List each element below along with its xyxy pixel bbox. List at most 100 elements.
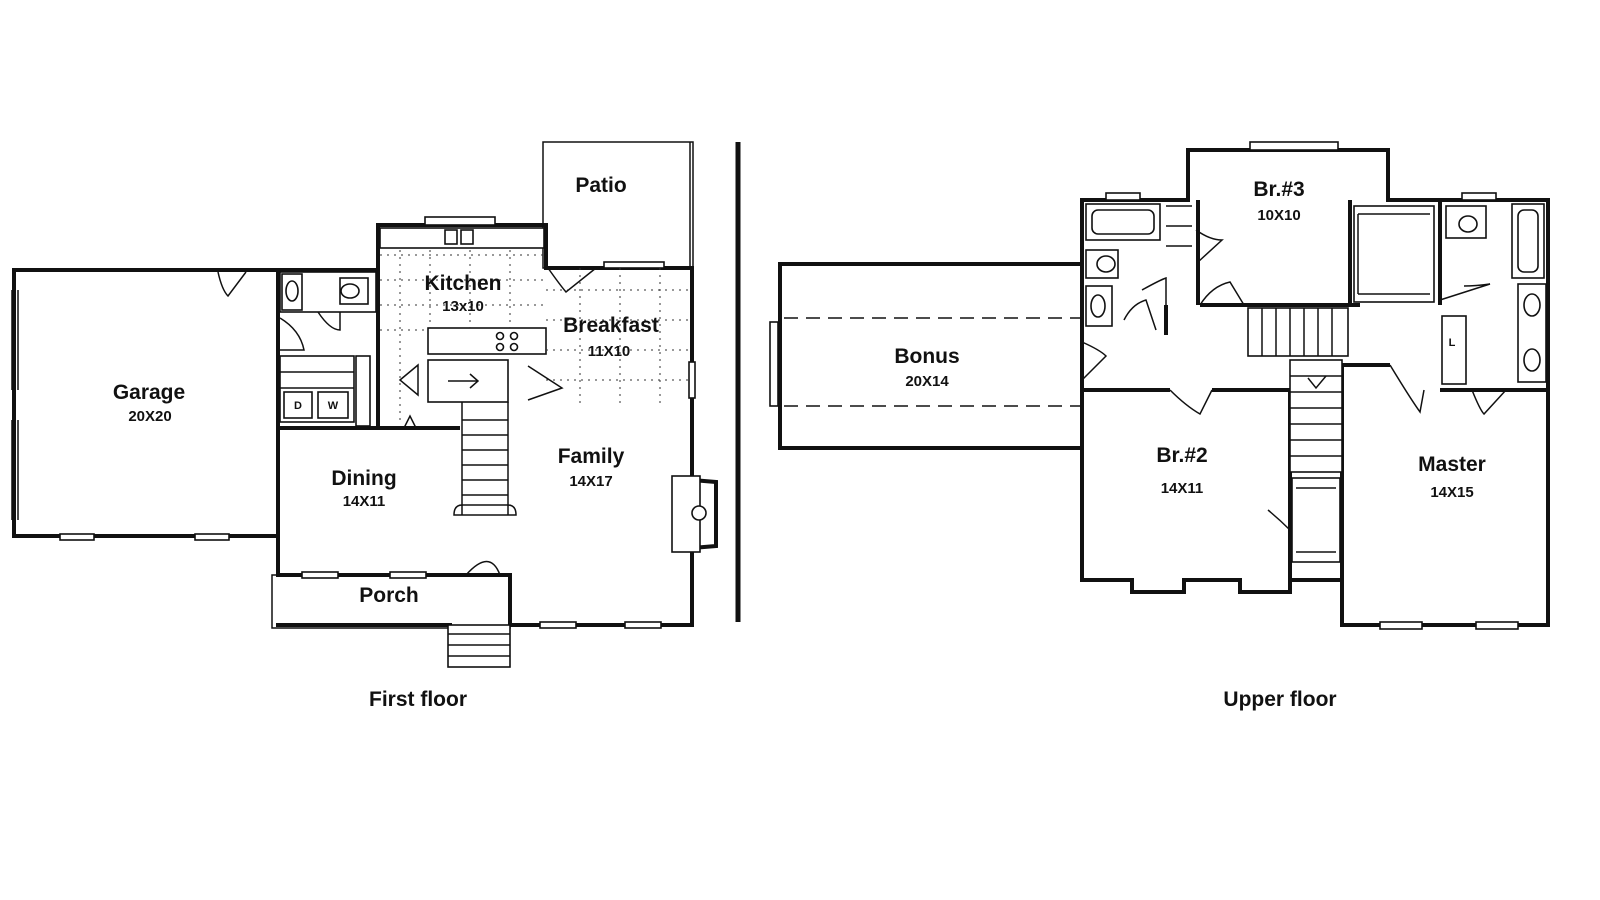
sink-icon (285, 280, 299, 302)
door-swing (1123, 299, 1157, 331)
br2-door-swing (1169, 389, 1213, 416)
first-floor-caption: First floor (369, 688, 467, 711)
kitchen-island (427, 327, 547, 355)
dryer (283, 391, 313, 419)
window (624, 621, 662, 629)
stair-arrow-icon (448, 373, 480, 389)
patio-door-swing (547, 267, 597, 294)
dryer-label: D (294, 400, 302, 412)
breakfast-window (603, 261, 665, 269)
room-size-bonus: 20X14 (905, 373, 949, 390)
room-size-master: 14X15 (1430, 484, 1473, 501)
br2-closet (1291, 477, 1341, 563)
closet-rod (1296, 487, 1336, 553)
room-label-garage: Garage (113, 381, 185, 404)
window (539, 621, 577, 629)
upper-floor-caption: Upper floor (1223, 688, 1336, 711)
master-window (1475, 621, 1519, 630)
family-window (688, 361, 696, 399)
front-door-swing (465, 560, 501, 576)
room-label-family: Family (558, 445, 625, 468)
window (301, 571, 339, 579)
window (389, 571, 427, 579)
room-label-br2: Br.#2 (1156, 444, 1207, 467)
kitchen-window (424, 216, 496, 226)
room-size-br3: 10X10 (1257, 207, 1300, 224)
sink-icon (1523, 348, 1541, 372)
room-size-family: 14X17 (569, 473, 612, 490)
floor-tile-pattern (399, 250, 661, 420)
room-size-kitchen: 13x10 (442, 298, 484, 315)
bath-window (1105, 192, 1141, 201)
door-marker (403, 414, 417, 429)
room-label-dining: Dining (331, 467, 396, 490)
closet-shelf (1166, 205, 1192, 247)
room-label-br3: Br.#3 (1253, 178, 1304, 201)
door-swing (1141, 276, 1167, 305)
stair-newel (453, 504, 517, 516)
first-floor-plan: D W Patio Kitchen 13x10 Breakfast 11X10 … (11, 141, 718, 711)
laundry-closet (355, 355, 371, 427)
washer (317, 391, 349, 419)
stair-treads (462, 419, 508, 496)
room-label-breakfast: Breakfast (563, 314, 659, 337)
room-size-garage: 20X20 (128, 408, 171, 425)
walk-in-closet (1353, 205, 1435, 303)
door-swing (317, 311, 341, 331)
bathtub-basin (1091, 209, 1155, 235)
washer-label: W (328, 400, 339, 412)
fireplace (691, 478, 718, 550)
shelf-lines (280, 371, 354, 389)
room-size-breakfast: 11X10 (588, 343, 631, 360)
br3-window (1249, 141, 1339, 151)
room-size-br2: 14X11 (1161, 480, 1204, 497)
room-label-master: Master (1418, 453, 1486, 476)
door-swing (279, 317, 305, 351)
linen-closet-label: L (1449, 337, 1456, 349)
room-label-bonus: Bonus (894, 345, 959, 368)
stair-treads (1290, 375, 1342, 457)
room-label-kitchen: Kitchen (424, 272, 501, 295)
sink-icon (460, 229, 474, 245)
bathtub-basin (1517, 209, 1539, 273)
toilet-icon (1096, 255, 1116, 273)
stair-railing (527, 365, 564, 401)
porch-steps (447, 624, 511, 668)
room-label-porch: Porch (359, 584, 419, 607)
garage-door-swing (217, 271, 247, 298)
door-swing (1267, 502, 1291, 532)
landing-railing (1261, 308, 1333, 356)
door-swing (1199, 281, 1245, 306)
stairs (461, 402, 509, 515)
room-size-dining: 14X11 (343, 493, 386, 510)
toilet-icon (340, 283, 360, 299)
stove-burner-icon (495, 342, 505, 352)
garage-window (194, 533, 230, 541)
bath-window (1461, 192, 1497, 201)
sink-icon (1090, 294, 1106, 318)
master-window (1379, 621, 1423, 630)
door-swing (1439, 283, 1491, 301)
stove-burner-icon (509, 331, 519, 341)
stove-burner-icon (495, 331, 505, 341)
toilet-tank (1445, 205, 1487, 239)
upper-floor-plan: L Br.#3 10X10 Bonus 20X14 Br.#2 14X11 Ma… (769, 141, 1550, 711)
room-label-patio: Patio (575, 174, 626, 197)
bonus-door-swing (1081, 341, 1108, 381)
sink-icon (444, 229, 458, 245)
fireplace-icon (691, 505, 707, 521)
garage-window (59, 533, 95, 541)
stove-burner-icon (509, 342, 519, 352)
patio-outline (542, 141, 694, 269)
sink-icon (1523, 293, 1541, 317)
stair-landing (1247, 307, 1349, 357)
floor-tile-pattern (380, 254, 690, 381)
linen-closet (1441, 315, 1467, 385)
stair-arrow-icon (398, 363, 419, 397)
stair-arrow-icon (1307, 375, 1327, 390)
upper-stairs (1289, 359, 1343, 473)
closet-rod (1357, 213, 1430, 295)
bonus-window (769, 321, 779, 407)
toilet-icon (1458, 215, 1478, 233)
